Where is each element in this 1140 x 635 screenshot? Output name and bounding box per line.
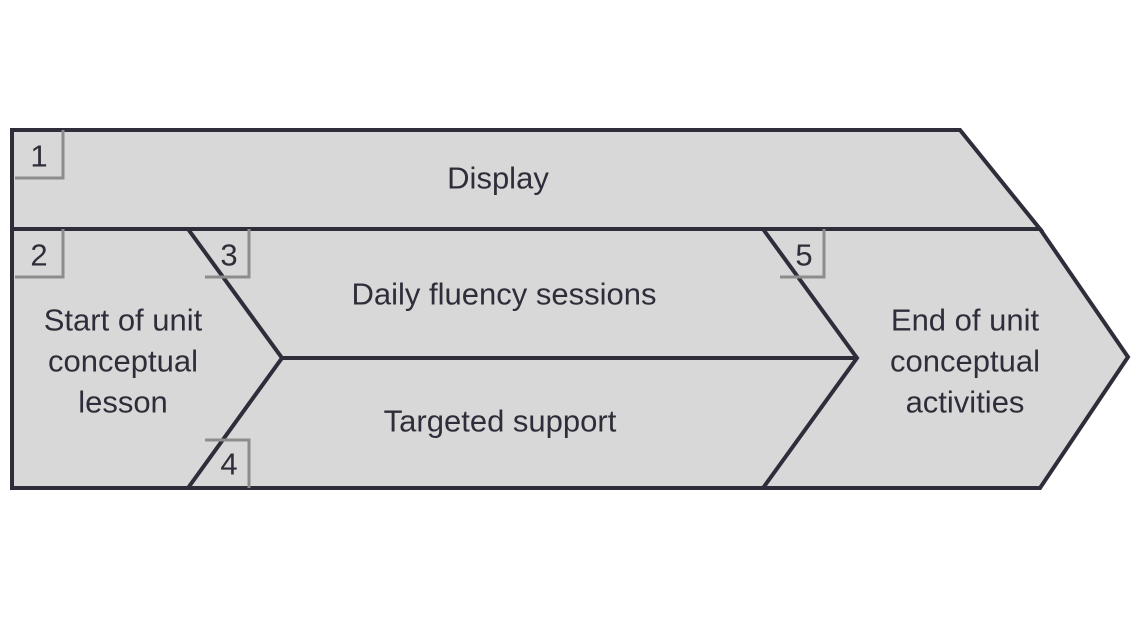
badge-2-label: 2	[30, 238, 47, 273]
badge-5-border	[780, 229, 826, 279]
stage-label-display: Display	[447, 161, 549, 196]
badge-2-border	[15, 229, 65, 279]
badge-4: 4	[205, 438, 251, 488]
stage-label-start-line-3: lesson	[78, 385, 168, 420]
badge-1: 1	[15, 130, 65, 180]
badge-5: 5	[780, 229, 826, 279]
stage-label-start-line-1: Start of unit	[44, 303, 203, 338]
badge-4-border	[205, 438, 251, 488]
badge-4-label: 4	[220, 447, 237, 482]
badge-2: 2	[15, 229, 65, 279]
badge-1-label: 1	[30, 139, 47, 174]
badge-1-border	[15, 130, 65, 180]
badge-3: 3	[205, 229, 251, 279]
badge-3-border	[205, 229, 251, 279]
stage-label-start-of-unit-conceptual-lesson: Start of unit conceptual lesson	[44, 303, 203, 420]
stage-label-start-line-2: conceptual	[48, 344, 198, 379]
stage-label-end-line-1: End of unit	[891, 303, 1040, 338]
stage-label-end-line-2: conceptual	[890, 344, 1040, 379]
stage-label-targeted-support: Targeted support	[384, 404, 617, 439]
badge-5-label: 5	[795, 238, 812, 273]
stage-label-end-line-3: activities	[906, 385, 1025, 420]
stage-label-end-of-unit-conceptual-activities: End of unit conceptual activities	[890, 303, 1040, 420]
badge-3-label: 3	[220, 238, 237, 273]
stage-label-daily-fluency-sessions: Daily fluency sessions	[352, 277, 657, 312]
